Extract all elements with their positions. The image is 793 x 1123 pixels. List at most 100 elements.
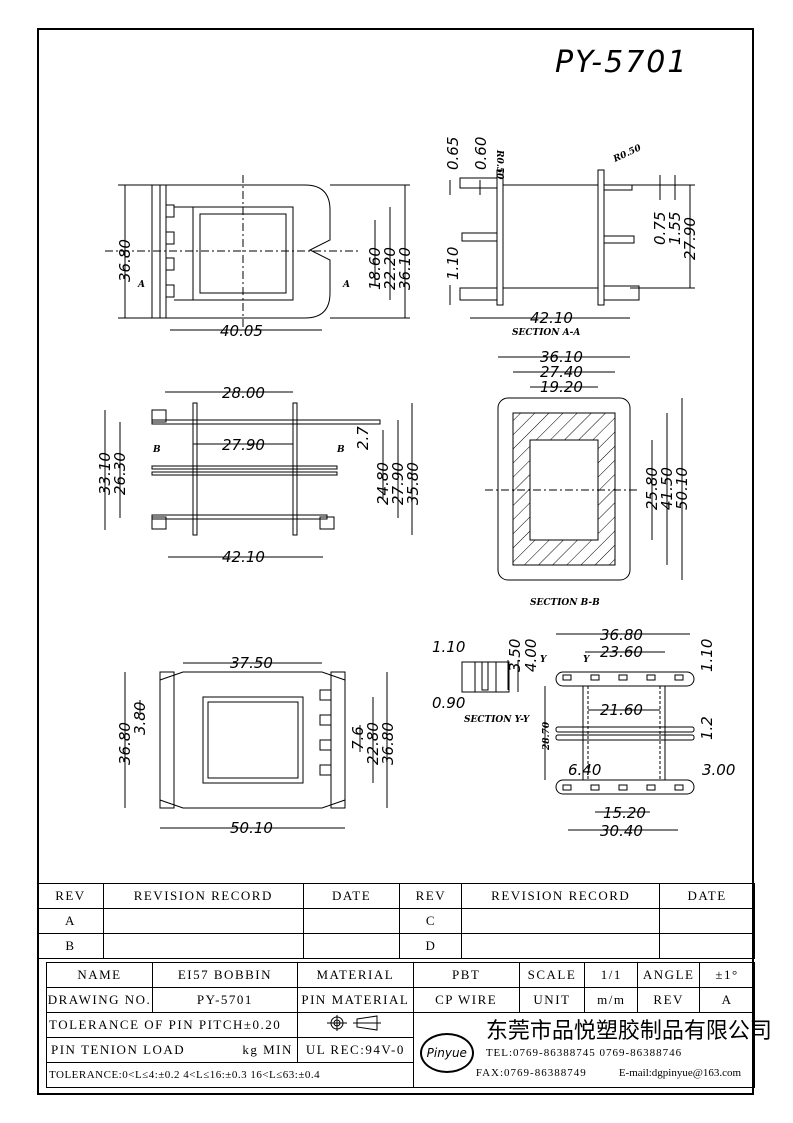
dim-label: 40.05 — [220, 322, 263, 340]
dim-label: 22.20 — [381, 247, 399, 290]
dim-label: 36.80 — [379, 722, 397, 765]
dim-label: 23.60 — [600, 643, 643, 661]
dim-label: 36.10 — [540, 348, 583, 366]
header-rev: REV — [37, 883, 104, 909]
pinyue-logo: Pinyue — [419, 1033, 474, 1073]
section-mark: B — [152, 445, 161, 455]
dim-label: 25.80 — [643, 467, 661, 510]
dim-label: 36.80 — [116, 722, 134, 765]
section-caption: SECTION A-A — [512, 328, 580, 338]
general-tolerance: TOLERANCE:0<L≤4:±0.2 4<L≤16:±0.3 16<L≤63… — [46, 1062, 414, 1088]
company-email: E-mail:dgpinyue@163.com — [618, 1067, 742, 1079]
section-b-b-view: 36.10 27.40 19.20 25.80 41.50 50.10 SECT… — [485, 348, 691, 608]
dim-label: 1.10 — [698, 639, 716, 672]
company-fax: FAX:0769-86388749 — [475, 1067, 587, 1079]
header-revision-record: REVISION RECORD — [461, 883, 661, 909]
rev-cell: A — [37, 908, 104, 934]
section-mark: A — [342, 280, 350, 290]
side-view: 28.00 27.90 42.10 33.10 26.30 2.7 24.80 … — [96, 384, 422, 566]
pin-material-label: PIN MATERIAL — [296, 987, 414, 1013]
section-caption: SECTION B-B — [530, 598, 600, 608]
dim-label: 36.10 — [396, 247, 414, 290]
dim-label: 3.80 — [131, 702, 149, 735]
projection-symbol — [296, 1012, 414, 1038]
dim-label: 18.60 — [366, 247, 384, 290]
material-value: PBT — [412, 962, 520, 988]
dim-label: 1.55 — [666, 212, 684, 245]
scale-value: 1/1 — [584, 962, 639, 988]
drawing-title: PY-5701 — [555, 45, 689, 80]
revision-header-row: REV REVISION RECORD DATE REV REVISION RE… — [37, 883, 755, 909]
pin-tension-row: PIN TENION LOAD kg MIN — [46, 1037, 298, 1063]
drawing-no-value: PY-5701 — [151, 987, 298, 1013]
revision-row: A C — [37, 908, 755, 934]
radius-label: R0.50 — [611, 143, 643, 165]
pin-tension-unit: kg MIN — [242, 1042, 293, 1057]
header-date: DATE — [302, 883, 401, 909]
dim-label: 1.2 — [698, 716, 716, 740]
dim-label: 36.80 — [600, 626, 643, 644]
section-mark: Y — [540, 655, 548, 665]
dim-label: 28.70 — [542, 721, 552, 751]
dim-label: 2.7 — [354, 426, 372, 450]
header-date: DATE — [659, 883, 755, 909]
date-cell — [659, 908, 755, 934]
dim-label: 3.50 — [506, 639, 524, 672]
scale-label: SCALE — [518, 962, 586, 988]
pin-pitch-tolerance: TOLERANCE OF PIN PITCH±0.20 — [46, 1012, 298, 1038]
radius-label: R0.50 — [494, 149, 504, 180]
section-caption: SECTION Y-Y — [464, 715, 531, 725]
record-cell — [102, 908, 304, 934]
dim-label: 0.65 — [444, 137, 462, 170]
rev-label: REV — [637, 987, 701, 1013]
record-cell — [461, 933, 661, 959]
pin-tension-label: PIN TENION LOAD — [51, 1042, 186, 1057]
dim-label: 6.40 — [568, 761, 601, 779]
dim-label: 27.90 — [222, 436, 265, 454]
rev-value: A — [699, 987, 755, 1013]
record-cell — [102, 933, 304, 959]
dim-label: 33.10 — [96, 452, 114, 495]
header-rev: REV — [399, 883, 463, 909]
dim-label: 36.80 — [116, 239, 134, 282]
dim-label: 0.90 — [432, 694, 465, 712]
pin-view: 36.80 23.60 1.10 21.60 1.2 28.70 6.40 3.… — [540, 626, 735, 840]
bottom-view: 37.50 50.10 36.80 3.80 7.6 22.80 36.80 — [116, 654, 397, 837]
dim-label: 37.50 — [230, 654, 273, 672]
company-info: Pinyue 东莞市品悦塑胶制品有限公司 TEL:0769-86388745 0… — [412, 1012, 772, 1088]
dim-label: 28.00 — [222, 384, 265, 402]
dim-label: 26.30 — [111, 452, 129, 495]
front-view: 36.80 40.05 18.60 22.20 36.10 A A — [105, 175, 414, 340]
dim-label: 0.60 — [472, 137, 490, 170]
rev-cell: B — [37, 933, 104, 959]
angle-label: ANGLE — [637, 962, 701, 988]
drawing-no-label: DRAWING NO. — [46, 987, 153, 1013]
dim-label: 15.20 — [603, 804, 646, 822]
dim-label: 0.75 — [651, 212, 669, 245]
title-block: NAME EI57 BOBBIN MATERIAL PBT SCALE 1/1 … — [46, 962, 772, 1088]
dim-label: 3.00 — [702, 761, 735, 779]
section-mark: Y — [583, 655, 591, 665]
dim-label: 27.90 — [681, 217, 699, 260]
unit-value: m/m — [584, 987, 639, 1013]
dim-label: 21.60 — [600, 701, 643, 719]
first-angle-projection-icon — [327, 1015, 382, 1031]
dim-label: 19.20 — [540, 378, 583, 396]
revision-row: B D — [37, 933, 755, 959]
header-revision-record: REVISION RECORD — [102, 883, 304, 909]
pin-material-value: CP WIRE — [412, 987, 520, 1013]
dim-label: 27.40 — [540, 363, 583, 381]
ul-rec: UL REC:94V-0 — [296, 1037, 414, 1063]
record-cell — [461, 908, 661, 934]
dim-label: 1.10 — [432, 638, 465, 656]
company-name: 东莞市品悦塑胶制品有限公司 — [485, 1019, 772, 1044]
dim-label: 7.6 — [349, 726, 367, 750]
dim-label: 22.80 — [364, 722, 382, 765]
engineering-drawing: 36.80 40.05 18.60 22.20 36.10 A A 0.65 0… — [96, 137, 735, 840]
material-label: MATERIAL — [296, 962, 414, 988]
dim-label: 50.10 — [230, 819, 273, 837]
date-cell — [659, 933, 755, 959]
dim-label: 27.90 — [389, 462, 407, 505]
section-mark: B — [336, 445, 345, 455]
dim-label: 1.10 — [444, 247, 462, 280]
